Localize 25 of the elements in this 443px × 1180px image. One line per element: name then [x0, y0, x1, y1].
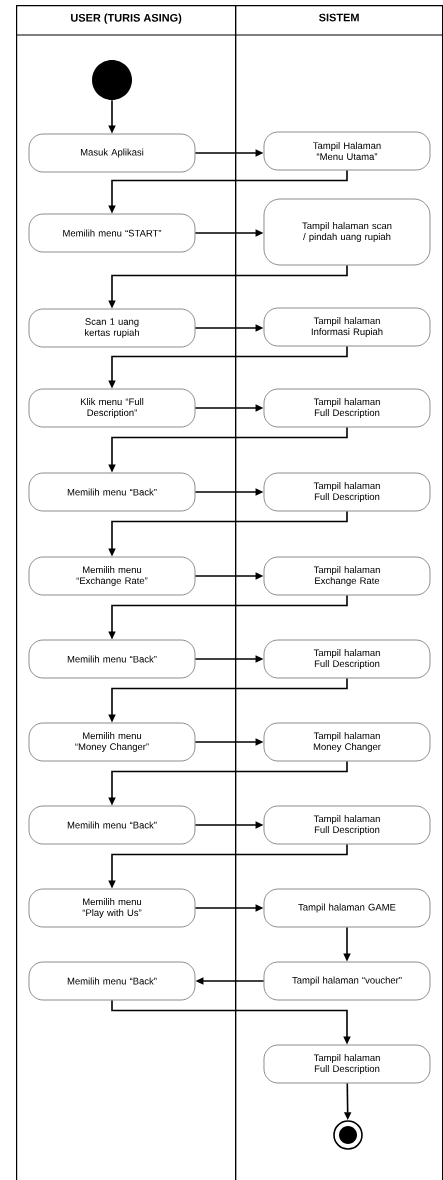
activity-box: Memilih menu “START”: [28, 213, 196, 253]
activity-box: Tampil halaman Full Description: [263, 472, 431, 512]
activity-box: Tampil halaman Full Description: [263, 639, 431, 679]
activity-box: Memilih menu “Back”: [28, 472, 196, 512]
activity-box: Memilih menu “Back”: [28, 639, 196, 679]
activity-box: Tampil halaman Informasi Rupiah: [263, 307, 431, 347]
activity-box: Memilih menu “Exchange Rate”: [28, 556, 196, 596]
activity-box: Memilih menu “Play with Us”: [28, 888, 196, 928]
activity-box: Tampil halaman Full Description: [263, 805, 431, 845]
activity-box: Scan 1 uang kertas rupiah: [28, 308, 196, 348]
activity-box: Memilih menu “Back”: [28, 961, 196, 1001]
end-node: [333, 1120, 363, 1150]
activity-box: Tampil halaman Money Changer: [263, 722, 431, 762]
activity-box: Masuk Aplikasi: [28, 133, 196, 173]
activity-box: Tampil halaman Exchange Rate: [263, 556, 431, 596]
activity-box: Tampil halaman GAME: [263, 888, 431, 928]
activity-box: Tampil halaman “voucher”: [263, 961, 431, 1001]
activity-box: Tampil halaman scan / pindah uang rupiah: [263, 198, 431, 266]
activity-box: Memilih menu “Back”: [28, 805, 196, 845]
activity-box: Tampil Halaman “Menu Utama”: [263, 131, 431, 171]
activity-box: Memilih menu “Money Changer”: [28, 722, 196, 762]
activity-box: Klik menu “Full Description”: [28, 388, 196, 428]
start-node: [92, 60, 132, 100]
activity-box: Tampil halaman Full Description: [263, 1044, 431, 1084]
activity-box: Tampil halaman Full Description: [263, 388, 431, 428]
